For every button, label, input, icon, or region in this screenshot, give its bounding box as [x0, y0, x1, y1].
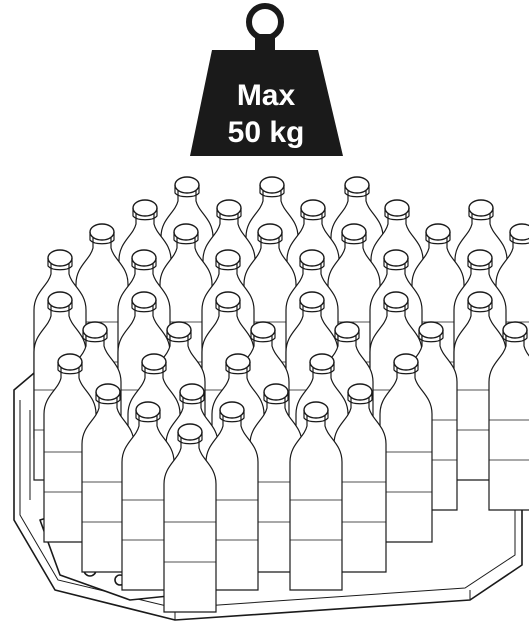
bottle — [289, 401, 343, 591]
bottle — [163, 423, 217, 613]
weight-ring-icon — [246, 3, 284, 41]
bottle-group — [33, 176, 529, 613]
bottle — [249, 383, 303, 573]
weight-hook — [255, 34, 275, 50]
weight-body — [190, 50, 343, 156]
bottle — [81, 383, 135, 573]
bottle — [488, 321, 529, 511]
weight-label-kg: 50 kg — [228, 116, 305, 149]
bottle — [333, 383, 387, 573]
max-weight-sign: Max 50 kg — [190, 3, 343, 156]
bottle — [205, 401, 259, 591]
weight-label-max: Max — [237, 79, 296, 112]
bottle — [379, 353, 433, 543]
